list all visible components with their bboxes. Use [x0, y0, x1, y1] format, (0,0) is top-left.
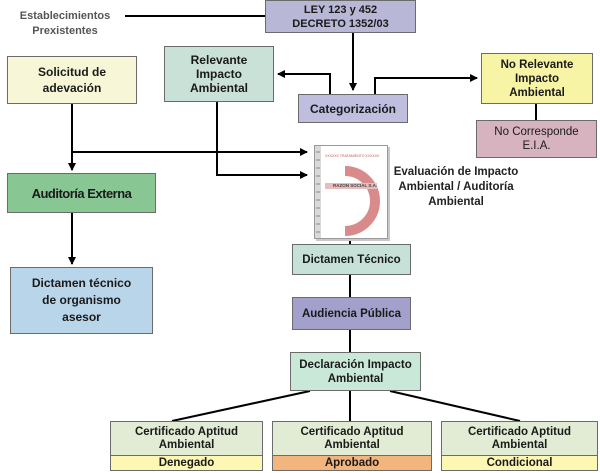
certificado-title: Certificado Aptitud Ambiental: [111, 422, 262, 456]
header-label: Establecimientos Prexistentes: [19, 10, 111, 37]
solicitud-box: Solicitud de adevación: [7, 56, 137, 104]
no-relevante-box: No Relevante Impacto Ambiental: [481, 53, 593, 104]
arrow-categorizacion-to-no-relevante: [374, 74, 478, 94]
dictamen-organismo-box: Dictamen técnico de organismo asesor: [10, 267, 153, 334]
document-graphic: [315, 146, 380, 238]
arrow-relevante-to-document: [216, 102, 308, 179]
status-aprobado: Aprobado: [273, 456, 431, 470]
categorizacion-box: Categorización: [298, 94, 408, 123]
status-condicional: Condicional: [442, 456, 597, 470]
document-line-2: RAZON SOCIAL S.A.: [333, 183, 378, 188]
relevante-box: Relevante Impacto Ambiental: [164, 46, 274, 102]
declaracion-box: Declaración Impacto Ambiental: [290, 352, 421, 391]
certificado-denegado: Certificado Aptitud Ambiental Denegado: [110, 421, 263, 471]
dictamen-tecnico-box: Dictamen Técnico: [292, 244, 411, 275]
document-line-1: XXXXXX TRATAMIENTO XXXXXX: [325, 154, 380, 158]
auditoria-externa-box: Auditoría Externa: [7, 173, 156, 213]
law-line-1: LEY 123 y 452: [303, 3, 378, 16]
document-thumbnail: XXXXXX TRATAMIENTO XXXXXX RAZON SOCIAL S…: [314, 145, 388, 239]
certificado-condicional: Certificado Aptitud Ambiental Condiciona…: [441, 421, 598, 471]
audiencia-publica-box: Audiencia Pública: [292, 297, 411, 330]
arrow-categorizacion-to-relevante: [277, 70, 331, 94]
status-denegado: Denegado: [111, 456, 262, 470]
law-box: LEY 123 y 452 DECRETO 1352/03: [265, 0, 416, 33]
certificado-aprobado: Certificado Aptitud Ambiental Aprobado: [272, 421, 432, 471]
evaluacion-label: Evaluación de Impacto Ambiental / Audito…: [393, 166, 519, 208]
certificado-title: Certificado Aptitud Ambiental: [273, 422, 431, 456]
line-declaracion-to-cert-3: [389, 390, 521, 422]
certificado-title: Certificado Aptitud Ambiental: [442, 422, 597, 456]
line-declaracion-to-cert-1: [171, 390, 311, 422]
no-corresponde-box: No Corresponde E.I.A.: [476, 120, 597, 158]
law-line-2: DECRETO 1352/03: [292, 17, 389, 30]
